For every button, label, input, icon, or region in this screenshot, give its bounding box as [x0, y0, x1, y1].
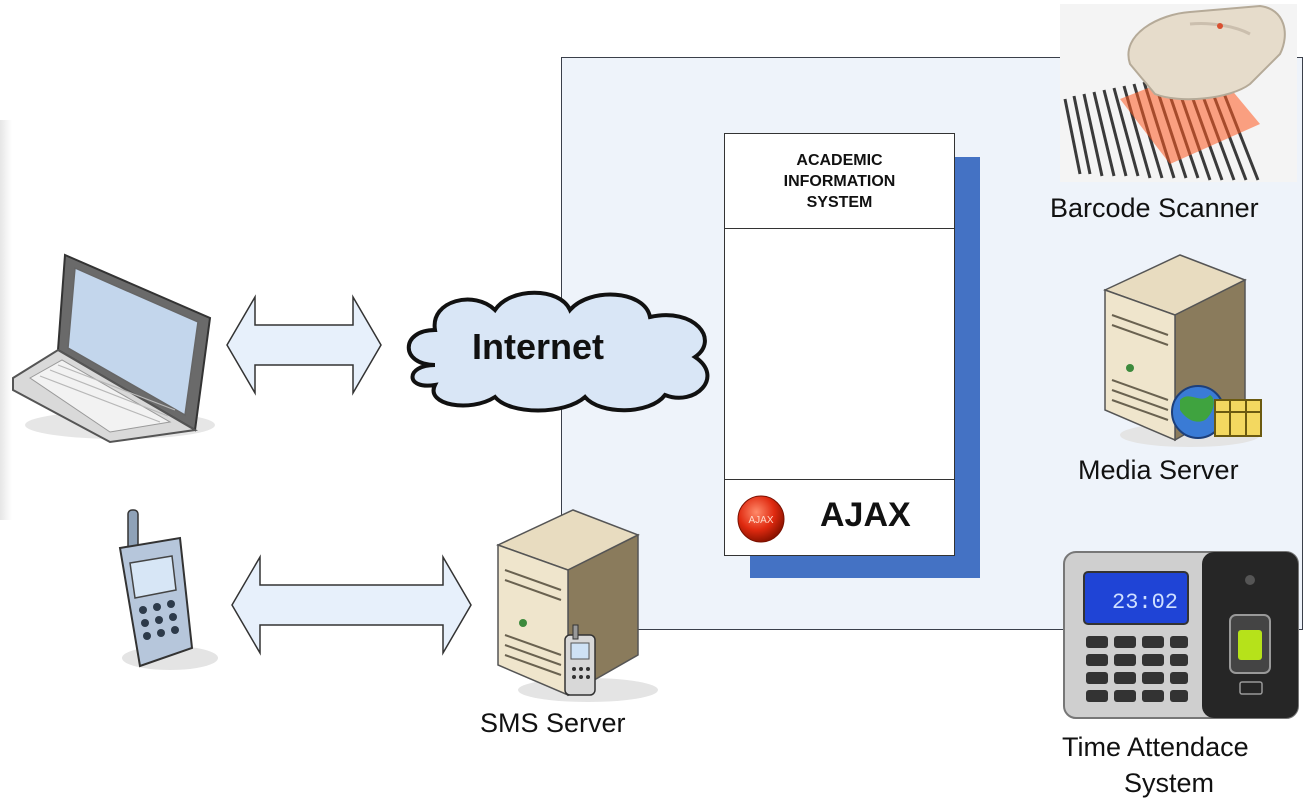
ajax-logo-icon: AJAX — [737, 495, 785, 543]
media-server-icon — [1103, 254, 1262, 447]
mobile-phone-badge-icon — [564, 624, 596, 696]
time-attendance-label-line2: System — [1124, 768, 1215, 798]
double-arrow-phone-sms — [231, 554, 472, 656]
ajax-label: AJAX — [820, 496, 911, 534]
sms-server-icon — [496, 509, 658, 702]
ajax-footer: AJAX AJAX — [725, 479, 954, 555]
internet-cloud-icon — [406, 290, 710, 413]
barcode-scanner-icon — [1060, 4, 1297, 182]
internet-label: Internet — [472, 326, 605, 367]
attendance-display-text: 23:02 — [1112, 590, 1178, 615]
double-arrow-laptop-internet — [226, 294, 382, 396]
ajax-logo-text: AJAX — [748, 515, 773, 526]
ais-title: ACADEMIC INFORMATION SYSTEM — [725, 134, 954, 229]
media-server-label: Media Server — [1078, 455, 1239, 485]
laptop-icon — [12, 253, 215, 444]
globe-media-badge-icon — [1171, 385, 1262, 439]
sms-server-label: SMS Server — [480, 708, 626, 738]
academic-information-system-box: ACADEMIC INFORMATION SYSTEM AJAX AJAX — [724, 133, 955, 556]
mobile-phone-icon — [118, 509, 218, 670]
left-edge-decoration — [0, 120, 12, 520]
barcode-scanner-label: Barcode Scanner — [1050, 193, 1259, 223]
time-attendance-device-icon: 23:02 — [1063, 551, 1299, 719]
time-attendance-label-line1: Time Attendace — [1062, 732, 1249, 762]
